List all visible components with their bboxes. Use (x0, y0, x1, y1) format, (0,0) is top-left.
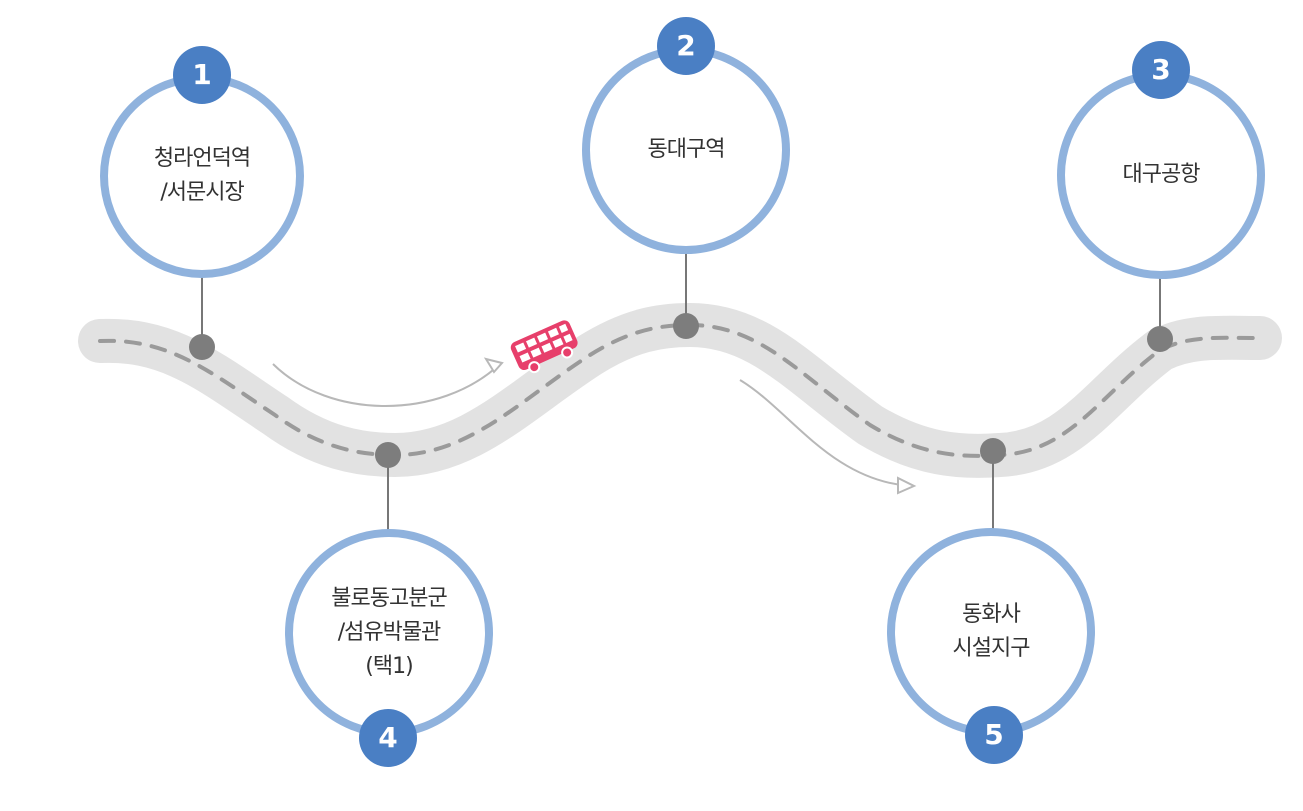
stop-4-number-badge: 4 (359, 709, 417, 767)
stop-1-circle: 청라언덕역 /서문시장 (100, 74, 304, 278)
stop-5-number-badge: 5 (965, 706, 1023, 764)
stop-4-name-line-2: /섬유박물관 (337, 620, 442, 645)
stop-1-name-line-2: /서문시장 (160, 180, 244, 205)
stop-4-name-line-1: 불로동고분군 (331, 586, 447, 611)
stop-3-dot (1147, 326, 1173, 352)
double-decker-bus-icon (510, 320, 578, 374)
stop-4-name-line-3: (택1) (365, 654, 413, 679)
stop-1-dot (189, 334, 215, 360)
stop-1-number-badge: 1 (173, 46, 231, 104)
stop-5-circle: 동화사 시설지구 (887, 528, 1095, 736)
road (78, 302, 1282, 478)
direction-arrow-icon (272, 357, 504, 407)
stop-5-name-line-1: 동화사 (962, 602, 1021, 627)
stop-5-dot (980, 438, 1006, 464)
direction-arrow-icon (739, 379, 917, 495)
stop-3-circle: 대구공항 (1057, 71, 1265, 279)
stop-2-dot (673, 313, 699, 339)
stop-2-number-badge: 2 (657, 17, 715, 75)
stop-1-name-line-1: 청라언덕역 (153, 146, 251, 171)
stop-3-number-badge: 3 (1132, 41, 1190, 99)
stop-5-name-line-2: 시설지구 (952, 636, 1031, 661)
stop-2-circle: 동대구역 (582, 46, 790, 254)
stop-4-dot (375, 442, 401, 468)
stop-2-name-line-1: 동대구역 (647, 137, 726, 162)
stop-4-circle: 불로동고분군 /섬유박물관 (택1) (285, 529, 493, 737)
stop-3-name-line-1: 대구공항 (1122, 162, 1201, 187)
